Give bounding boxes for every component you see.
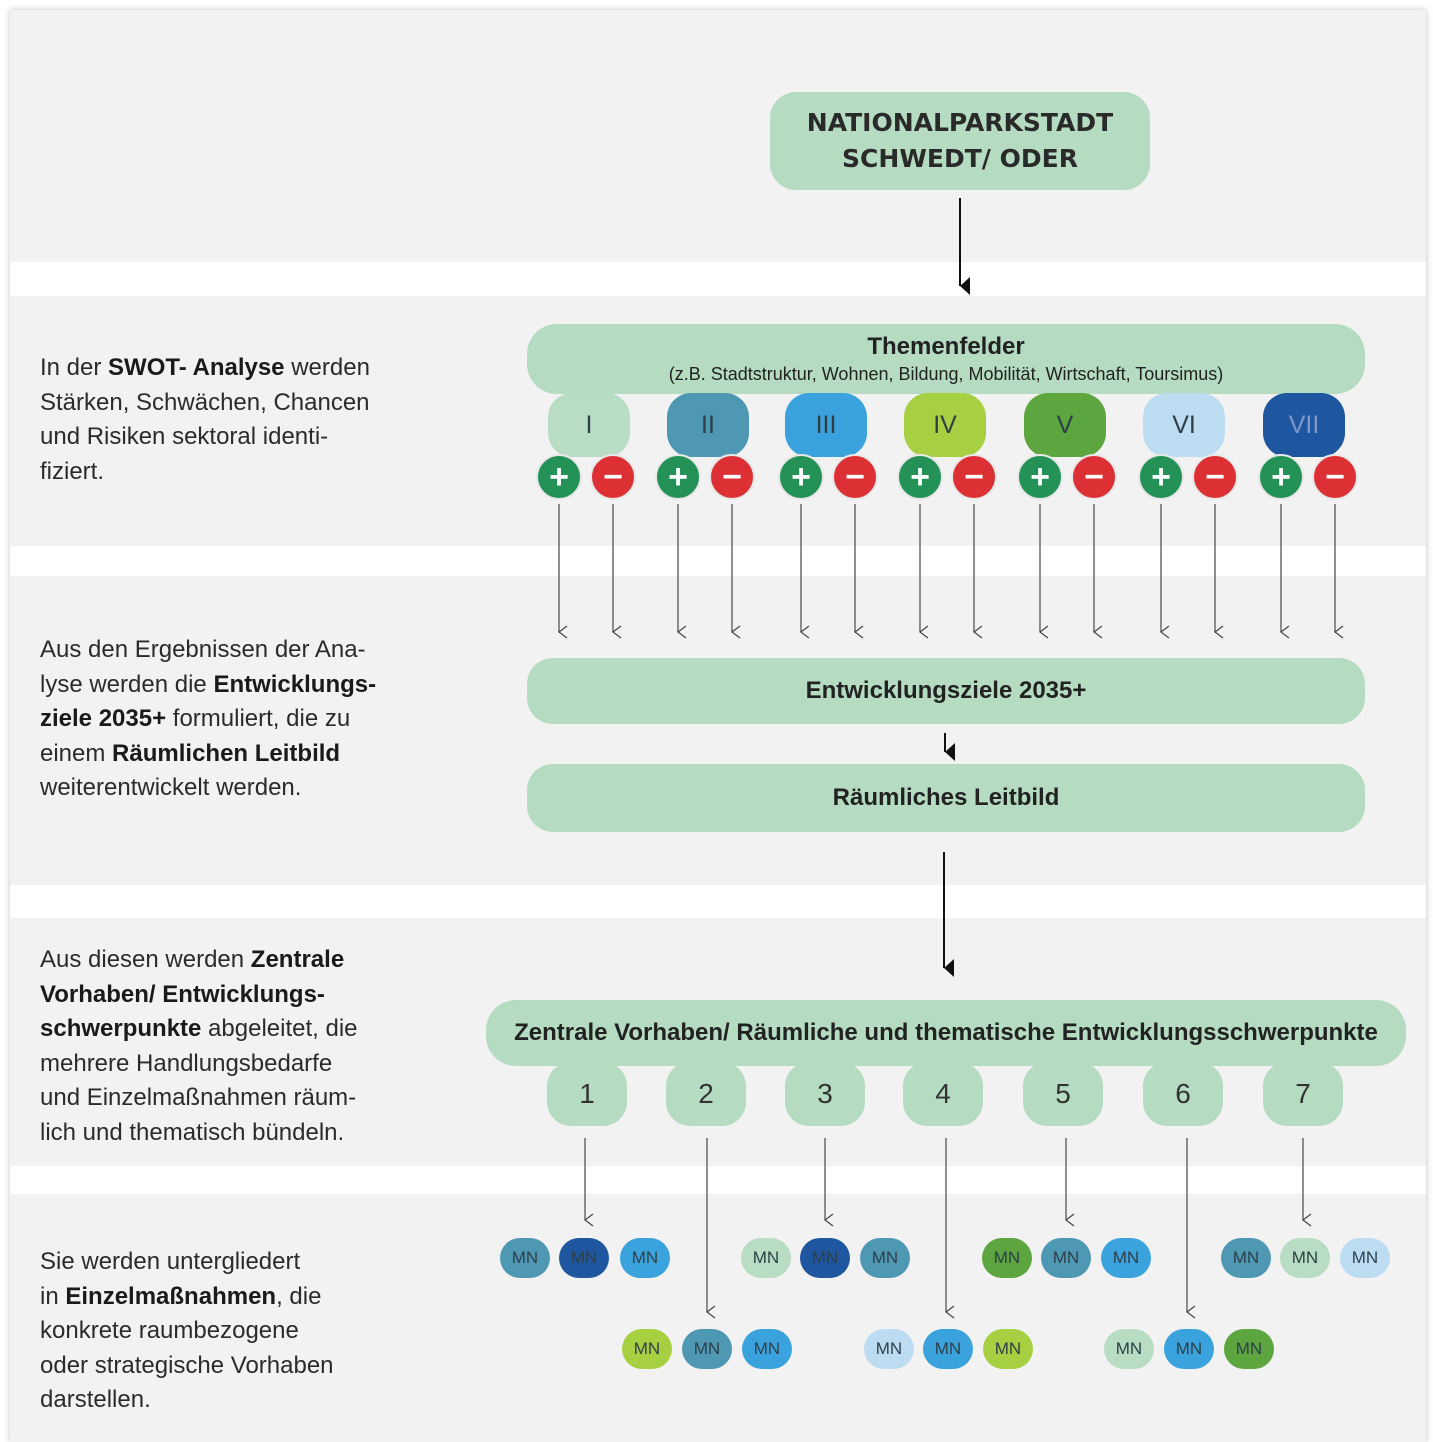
plus-icon: + [1258, 454, 1304, 500]
minus-icon: − [590, 454, 636, 500]
entwicklungsziele-box: Entwicklungsziele 2035+ [527, 658, 1365, 724]
einzelmassnahme-pill: MN [864, 1329, 914, 1369]
minus-icon: − [832, 454, 878, 500]
section-divider [10, 885, 1426, 918]
vorhaben-2: 2 [666, 1062, 746, 1126]
description-line: lyse werden die Entwicklungs- [40, 670, 377, 698]
themenfeld-III: III [785, 393, 867, 457]
einzelmassnahme-pill: MN [682, 1329, 732, 1369]
swot-arrows [558, 504, 1344, 639]
vorhaben-7: 7 [1263, 1062, 1343, 1126]
themenfelder-subtitle: (z.B. Stadtstruktur, Wohnen, Bildung, Mo… [668, 364, 1224, 384]
description-line: Aus diesen werden Zentrale [40, 946, 345, 973]
einzelmassnahme-pill: MN [1221, 1238, 1271, 1278]
einzelmassnahme-pill: MN [1280, 1238, 1330, 1278]
description-line: schwerpunkte abgeleitet, die [40, 1015, 358, 1042]
minus-icon: − [1071, 454, 1117, 500]
zentrale-vorhaben-label: Zentrale Vorhaben/ Räumliche und themati… [514, 1019, 1378, 1046]
description-line: fiziert. [40, 457, 105, 485]
description-line: darstellen. [40, 1386, 151, 1413]
einzelmassnahme-pill: MN [1101, 1238, 1151, 1278]
plus-icon: + [1017, 454, 1063, 500]
section-divider [10, 1166, 1426, 1194]
einzelmassnahme-pill: MN [982, 1238, 1032, 1278]
leitbild-label: Räumliches Leitbild [832, 784, 1060, 811]
description-line: in Einzelmaßnahmen, die [40, 1282, 322, 1310]
description-line: Aus den Ergebnissen der Ana- [40, 636, 366, 663]
minus-icon: − [1312, 454, 1358, 500]
description-line: Vorhaben/ Entwicklungs- [40, 980, 325, 1008]
description-line: einem Räumlichen Leitbild [40, 739, 341, 767]
section-divider [10, 546, 1426, 576]
einzelmassnahme-pill: MN [1224, 1329, 1274, 1369]
title-line-1: NATIONALPARKSTADT [806, 108, 1114, 137]
themenfelder-box: Themenfelder (z.B. Stadtstruktur, Wohnen… [527, 324, 1365, 394]
einzelmassnahme-pill: MN [923, 1329, 973, 1369]
einzelmassnahme-pill: MN [500, 1238, 550, 1278]
title-box: NATIONALPARKSTADT SCHWEDT/ ODER [770, 92, 1150, 190]
einzelmassnahme-pill: MN [742, 1329, 792, 1369]
plus-icon: + [536, 454, 582, 500]
vorhaben-5: 5 [1023, 1062, 1103, 1126]
einzelmassnahme-pill: MN [800, 1238, 850, 1278]
plus-icon: + [897, 454, 943, 500]
description-line: In der SWOT- Analyse werden [40, 354, 370, 381]
description-line: und Risiken sektoral identi- [40, 423, 329, 450]
themenfeld-IV: IV [904, 393, 986, 457]
leitbild-box: Räumliches Leitbild [527, 764, 1365, 832]
themenfeld-VII: VII [1263, 393, 1345, 457]
einzelmassnahme-pill: MN [1340, 1238, 1390, 1278]
themenfeld-I: I [548, 393, 630, 457]
description-line: mehrere Handlungsbedarfe [40, 1049, 333, 1077]
einzelmassnahme-pill: MN [983, 1329, 1033, 1369]
plus-icon: + [655, 454, 701, 500]
minus-icon: − [951, 454, 997, 500]
einzelmassnahme-pill: MN [741, 1238, 791, 1278]
zentrale-vorhaben-box: Zentrale Vorhaben/ Räumliche und themati… [486, 1000, 1406, 1066]
vorhaben-4: 4 [903, 1062, 983, 1126]
measure-arrows [584, 1138, 1312, 1319]
einzelmassnahme-pill: MN [622, 1329, 672, 1369]
description-line: Sie werden untergliedert [40, 1248, 301, 1275]
description-block: Aus den Ergebnissen der Ana-lyse werden … [40, 633, 376, 806]
description-line: ziele 2035+ formuliert, die zu [40, 705, 351, 732]
einzelmassnahme-pill: MN [1104, 1329, 1154, 1369]
themenfeld-VI: VI [1143, 393, 1225, 457]
themenfelder-title: Themenfelder [867, 333, 1025, 360]
description-line: weiterentwickelt werden. [40, 774, 302, 801]
vorhaben-3: 3 [785, 1062, 865, 1126]
themenfeld-II: II [667, 393, 749, 457]
einzelmassnahme-pill: MN [620, 1238, 670, 1278]
description-line: konkrete raumbezogene [40, 1317, 299, 1344]
minus-icon: − [1192, 454, 1238, 500]
description-block: Sie werden untergliedert in Einzelmaßnahm… [40, 1245, 334, 1418]
section-divider [10, 262, 1426, 296]
title-line-2: SCHWEDT/ ODER [842, 144, 1078, 173]
description-line: und Einzelmaßnahmen räum- [40, 1084, 357, 1111]
einzelmassnahme-pill: MN [860, 1238, 910, 1278]
diagram-card [10, 10, 1426, 1442]
plus-icon: + [1138, 454, 1184, 500]
einzelmassnahme-pill: MN [559, 1238, 609, 1278]
description-line: Stärken, Schwächen, Chancen [40, 388, 370, 416]
entwicklungsziele-label: Entwicklungsziele 2035+ [805, 677, 1087, 704]
einzelmassnahme-pill: MN [1164, 1329, 1214, 1369]
vorhaben-1: 1 [547, 1062, 627, 1126]
vorhaben-6: 6 [1143, 1062, 1223, 1126]
einzelmassnahme-pill: MN [1041, 1238, 1091, 1278]
themenfeld-V: V [1024, 393, 1106, 457]
description-line: lich und thematisch bündeln. [40, 1118, 345, 1146]
minus-icon: − [709, 454, 755, 500]
plus-icon: + [778, 454, 824, 500]
description-line: oder strategische Vorhaben [40, 1351, 334, 1379]
